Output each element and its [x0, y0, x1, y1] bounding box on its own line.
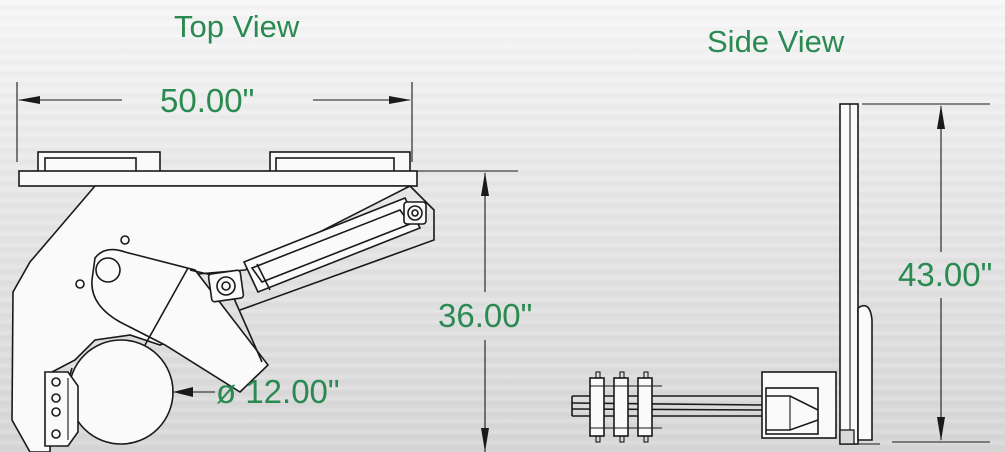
top-view-title: Top View [174, 9, 300, 44]
side-mount-box [761, 371, 837, 439]
top-plate [18, 170, 418, 187]
pivot-arm [91, 248, 270, 394]
height-dimension-line [481, 172, 489, 452]
side-view-title: Side View [707, 24, 845, 59]
side-height-dimension-label: 43.00" [898, 256, 993, 293]
width-dimension-label: 50.00" [160, 82, 255, 119]
side-plate [44, 371, 79, 447]
pipe-circle [67, 339, 174, 445]
hydraulic-cylinder [207, 196, 427, 303]
height-dimension-label: 36.00" [438, 297, 533, 334]
vertical-post [839, 103, 859, 445]
diameter-dimension-label: ø 12.00" [216, 373, 340, 410]
bolt-cluster [589, 371, 662, 443]
top-view-drawing [11, 82, 518, 452]
mount-bracket-right [269, 151, 411, 173]
side-height-dimension-line [862, 103, 990, 443]
width-dimension-line [16, 82, 413, 162]
side-view-drawing [571, 103, 990, 445]
mount-bracket-left [37, 151, 161, 173]
